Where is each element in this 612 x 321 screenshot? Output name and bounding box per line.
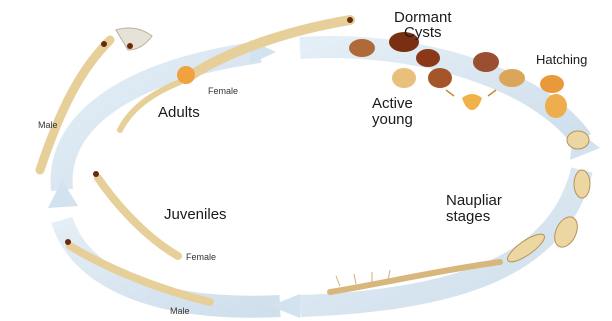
label-adult-male: Male <box>38 120 58 130</box>
label-adults: Adults <box>158 104 200 121</box>
label-juvenile-female: Female <box>186 252 216 262</box>
label-hatching: Hatching <box>536 52 587 67</box>
label-naupliar-stages: Naupliar stages <box>446 193 502 225</box>
label-active-young: Active young <box>372 96 413 128</box>
label-dormant-cysts: Dormant Cysts <box>394 10 452 40</box>
label-juvenile-male: Male <box>170 306 190 316</box>
label-juveniles: Juveniles <box>164 206 227 223</box>
label-adult-female: Female <box>208 86 238 96</box>
